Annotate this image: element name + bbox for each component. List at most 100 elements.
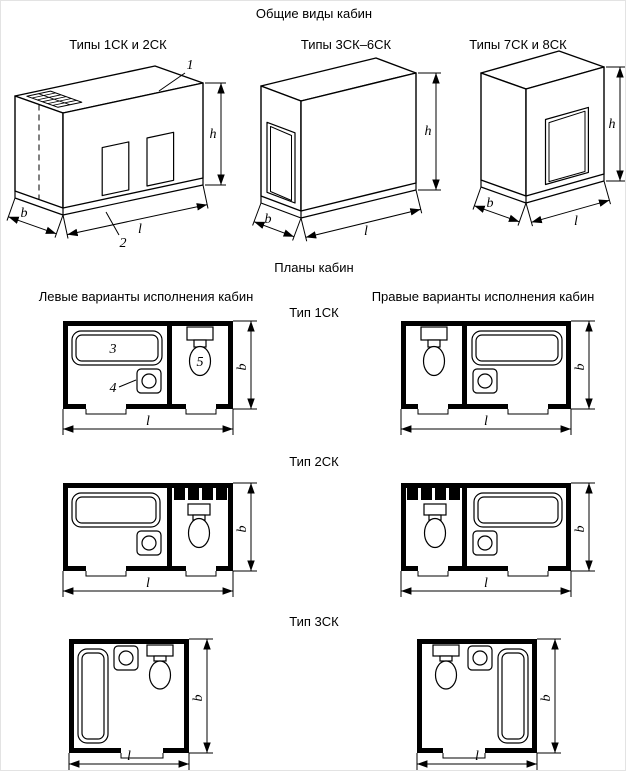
dimension-l: [400, 409, 572, 435]
dimension-l: [400, 571, 572, 597]
dim-label-l: l: [484, 576, 488, 591]
dim-label-b: b: [235, 364, 250, 371]
door-opening: [418, 565, 448, 573]
dim-label-l: l: [364, 224, 368, 239]
plan-3sk-left: b l: [68, 638, 213, 770]
dim-label-h: h: [425, 124, 432, 139]
bathtub-inner: [475, 334, 559, 362]
toilet-bowl: [422, 345, 446, 377]
vent-block-row: [407, 488, 460, 500]
dimension-b: [571, 482, 595, 572]
iso-view-3-label: Типы 7СК и 8СК: [469, 37, 567, 52]
sink-basin: [118, 650, 134, 666]
dim-label-b: b: [265, 212, 272, 227]
door-opening: [186, 403, 216, 411]
dim-label-b: b: [573, 364, 588, 371]
plans-title: Планы кабин: [274, 260, 353, 275]
dimension-h: [606, 66, 625, 182]
callout-4: 4: [110, 381, 117, 396]
toilet-connector: [153, 655, 167, 662]
dim-label-b: b: [21, 206, 28, 221]
door-opening: [443, 747, 485, 755]
plan-1sk-left: 3 4 5 b l: [62, 320, 257, 435]
door-thresholds: [417, 409, 549, 415]
dim-label-l: l: [484, 414, 488, 429]
door-opening: [121, 747, 163, 755]
toilet-bowl: [188, 345, 212, 377]
door-opening-inner-frame: [270, 126, 292, 201]
door-thresholds: [417, 571, 549, 577]
door-opening: [418, 403, 448, 411]
dim-label-b: b: [573, 526, 588, 533]
sink-basin: [477, 535, 493, 551]
door-opening: [86, 565, 126, 573]
callout-1: 1: [187, 58, 194, 73]
plan-2sk-left: b l: [62, 482, 257, 597]
right-variants-header: Правые варианты исполнения кабин: [372, 289, 595, 304]
dimension-b: [472, 186, 527, 226]
bathtub-inner: [75, 496, 157, 524]
vent-block: [407, 488, 418, 500]
toilet-cistern: [420, 326, 448, 341]
dimension-l: [62, 571, 234, 597]
left-variants-header: Левые варианты исполнения кабин: [39, 289, 254, 304]
dimension-b: [189, 638, 213, 754]
door-opening: [544, 106, 589, 186]
dimension-b: [537, 638, 561, 754]
callout-4-leader: [118, 379, 137, 388]
dim-label-l: l: [146, 576, 150, 591]
dimension-l: [525, 180, 611, 227]
dim-label-h: h: [210, 127, 217, 142]
roof-vent-grid-lines: [31, 92, 77, 106]
dimension-l: [62, 184, 209, 239]
dimension-l: [68, 753, 190, 770]
dimension-b: [571, 320, 595, 410]
callout-2: 2: [120, 236, 127, 251]
callout-1-leader: [158, 72, 186, 92]
iso-view-2-label: Типы 3СК–6СК: [301, 37, 392, 52]
door-threshold: [120, 753, 164, 759]
section-plans: Планы кабин Левые варианты исполнения ка…: [39, 260, 595, 770]
door-opening-inner-frame: [548, 110, 586, 183]
door-opening: [508, 565, 548, 573]
bathtub-inner: [75, 334, 159, 362]
bathtub-inner: [81, 652, 105, 740]
type-2sk-label: Тип 2СК: [289, 454, 339, 469]
vent-block: [449, 488, 460, 500]
door-thresholds: [85, 409, 217, 415]
iso-view-types-3-6: [252, 57, 441, 242]
dim-label-l: l: [574, 214, 578, 229]
toilet-cistern: [187, 503, 211, 516]
cabin-left-face: [14, 95, 64, 209]
partition-wall: [462, 326, 467, 404]
toilet-cistern: [186, 326, 214, 341]
vent-block-row: [174, 488, 227, 500]
vent-block: [174, 488, 185, 500]
bathtub-inner: [477, 496, 559, 524]
callout-5: 5: [197, 355, 204, 370]
dimension-l: [62, 409, 234, 435]
door-opening-1: [101, 141, 130, 197]
door-opening: [86, 403, 126, 411]
dimension-h: [205, 82, 226, 186]
toilet-bowl: [434, 660, 458, 690]
type-1sk-label: Тип 1СК: [289, 305, 339, 320]
dimension-h: [418, 72, 441, 191]
dim-label-l: l: [475, 749, 479, 764]
vent-block: [435, 488, 446, 500]
partition-wall: [167, 326, 172, 404]
sink-basin: [477, 373, 493, 389]
door-threshold: [442, 753, 486, 759]
vent-block: [216, 488, 227, 500]
toilet-bowl: [187, 517, 211, 549]
door-opening: [186, 565, 216, 573]
toilet-bowl: [423, 517, 447, 549]
dim-label-b: b: [487, 196, 494, 211]
section-title: Общие виды кабин: [256, 6, 372, 21]
dimension-b: [252, 202, 302, 241]
type-3sk-label: Тип 3СК: [289, 614, 339, 629]
iso-view-types-7-8: [472, 50, 625, 227]
partition-wall: [462, 488, 467, 566]
toilet-connector: [439, 655, 453, 662]
